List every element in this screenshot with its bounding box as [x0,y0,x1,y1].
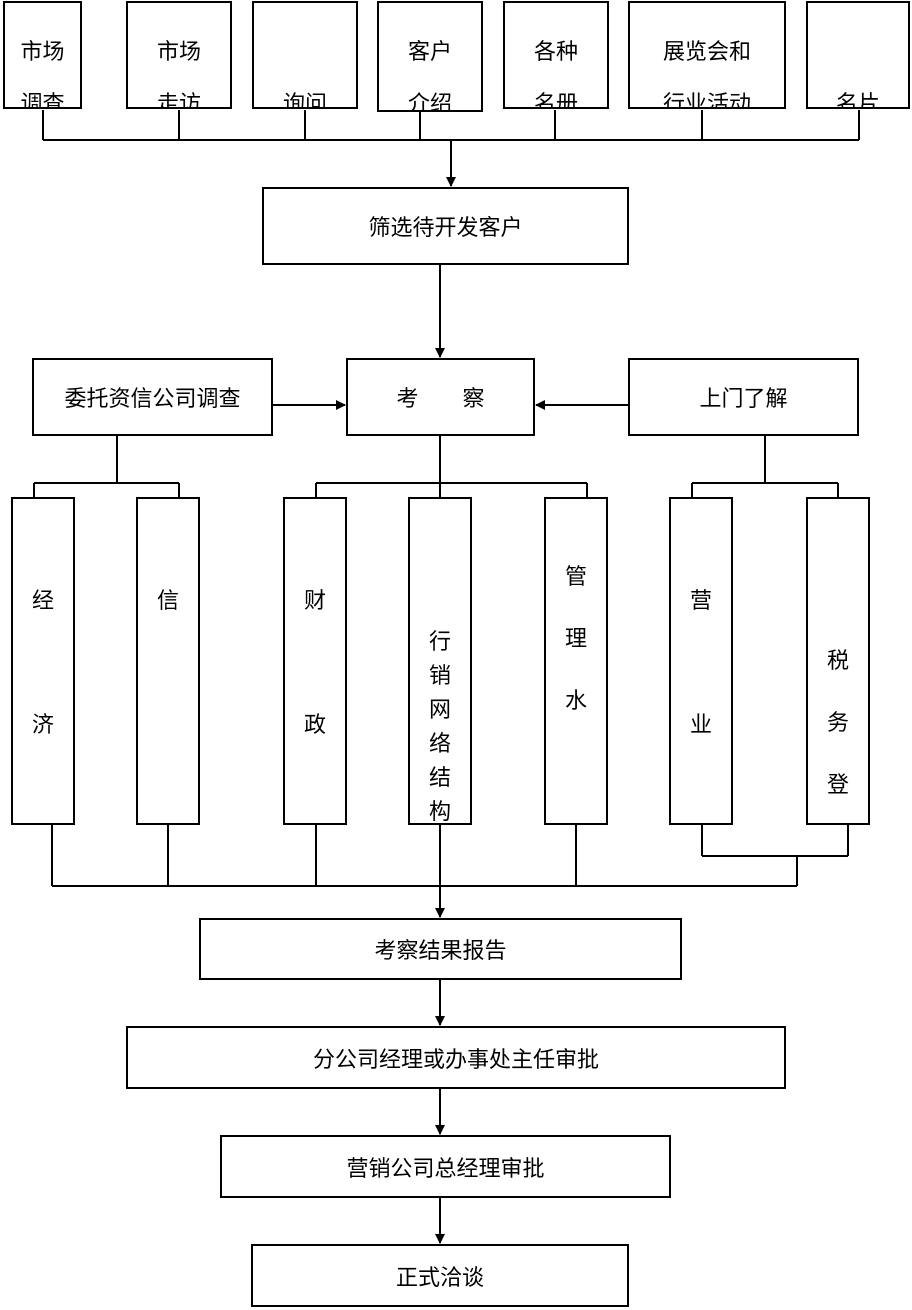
factor-economy-label: 经 济 [31,589,54,738]
factor-credit: 信 [136,497,200,825]
source-market-visit: 市场 走访 [126,1,232,109]
factor-management-label: 管 理 水 [564,565,587,714]
source-inquiry-label: 询问 [282,92,327,109]
factor-business: 营 业 [669,497,733,825]
source-market-visit-label: 市场 走访 [156,40,201,109]
screen-customers-box: 筛选待开发客户 [262,187,629,265]
source-inquiry: 询问 [252,1,358,109]
source-business-card: 名片 [806,1,910,109]
source-directories-label: 各种 名册 [533,40,578,109]
source-directories: 各种 名册 [503,1,609,109]
inspect-label: 考 察 [396,387,485,412]
factor-sales-network-label: 行 销 网 络 结 构 [428,630,451,825]
factor-management: 管 理 水 [544,497,608,825]
source-business-card-label: 名片 [835,92,880,109]
factor-business-label: 营 业 [689,589,712,738]
entrust-credit-agency-box: 委托资信公司调查 [32,358,273,436]
formal-negotiation-box: 正式洽谈 [251,1244,629,1307]
factor-tax-label: 税 务 登 [826,649,849,798]
gm-approval-box: 营销公司总经理审批 [220,1135,671,1198]
factor-tax: 税 务 登 [806,497,870,825]
gm-approval-label: 营销公司总经理审批 [346,1156,545,1182]
source-customer-referral: 客户 介绍 [377,1,483,112]
factor-sales-network: 行 销 网 络 结 构 [408,497,472,825]
entrust-credit-agency-label: 委托资信公司调查 [64,387,241,412]
factor-economy: 经 济 [11,497,75,825]
branch-approval-label: 分公司经理或办事处主任审批 [312,1047,599,1073]
branch-approval-box: 分公司经理或办事处主任审批 [126,1026,786,1089]
source-exhibitions-label: 展览会和 行业活动 [662,40,751,109]
factor-finance: 财 政 [283,497,347,825]
source-exhibitions: 展览会和 行业活动 [628,1,786,109]
factor-finance-label: 财 政 [303,589,326,738]
onsite-visit-box: 上门了解 [628,358,859,436]
inspection-report-label: 考察结果报告 [374,939,507,964]
inspect-box: 考 察 [346,358,535,436]
factor-credit-label: 信 [156,589,179,614]
source-customer-referral-label: 客户 介绍 [407,40,452,112]
formal-negotiation-label: 正式洽谈 [395,1265,484,1291]
inspection-report-box: 考察结果报告 [199,918,682,980]
screen-customers-label: 筛选待开发客户 [368,216,523,241]
source-market-survey-label: 市场 调查 [20,40,65,109]
source-market-survey: 市场 调查 [3,1,82,109]
onsite-visit-label: 上门了解 [699,387,788,412]
